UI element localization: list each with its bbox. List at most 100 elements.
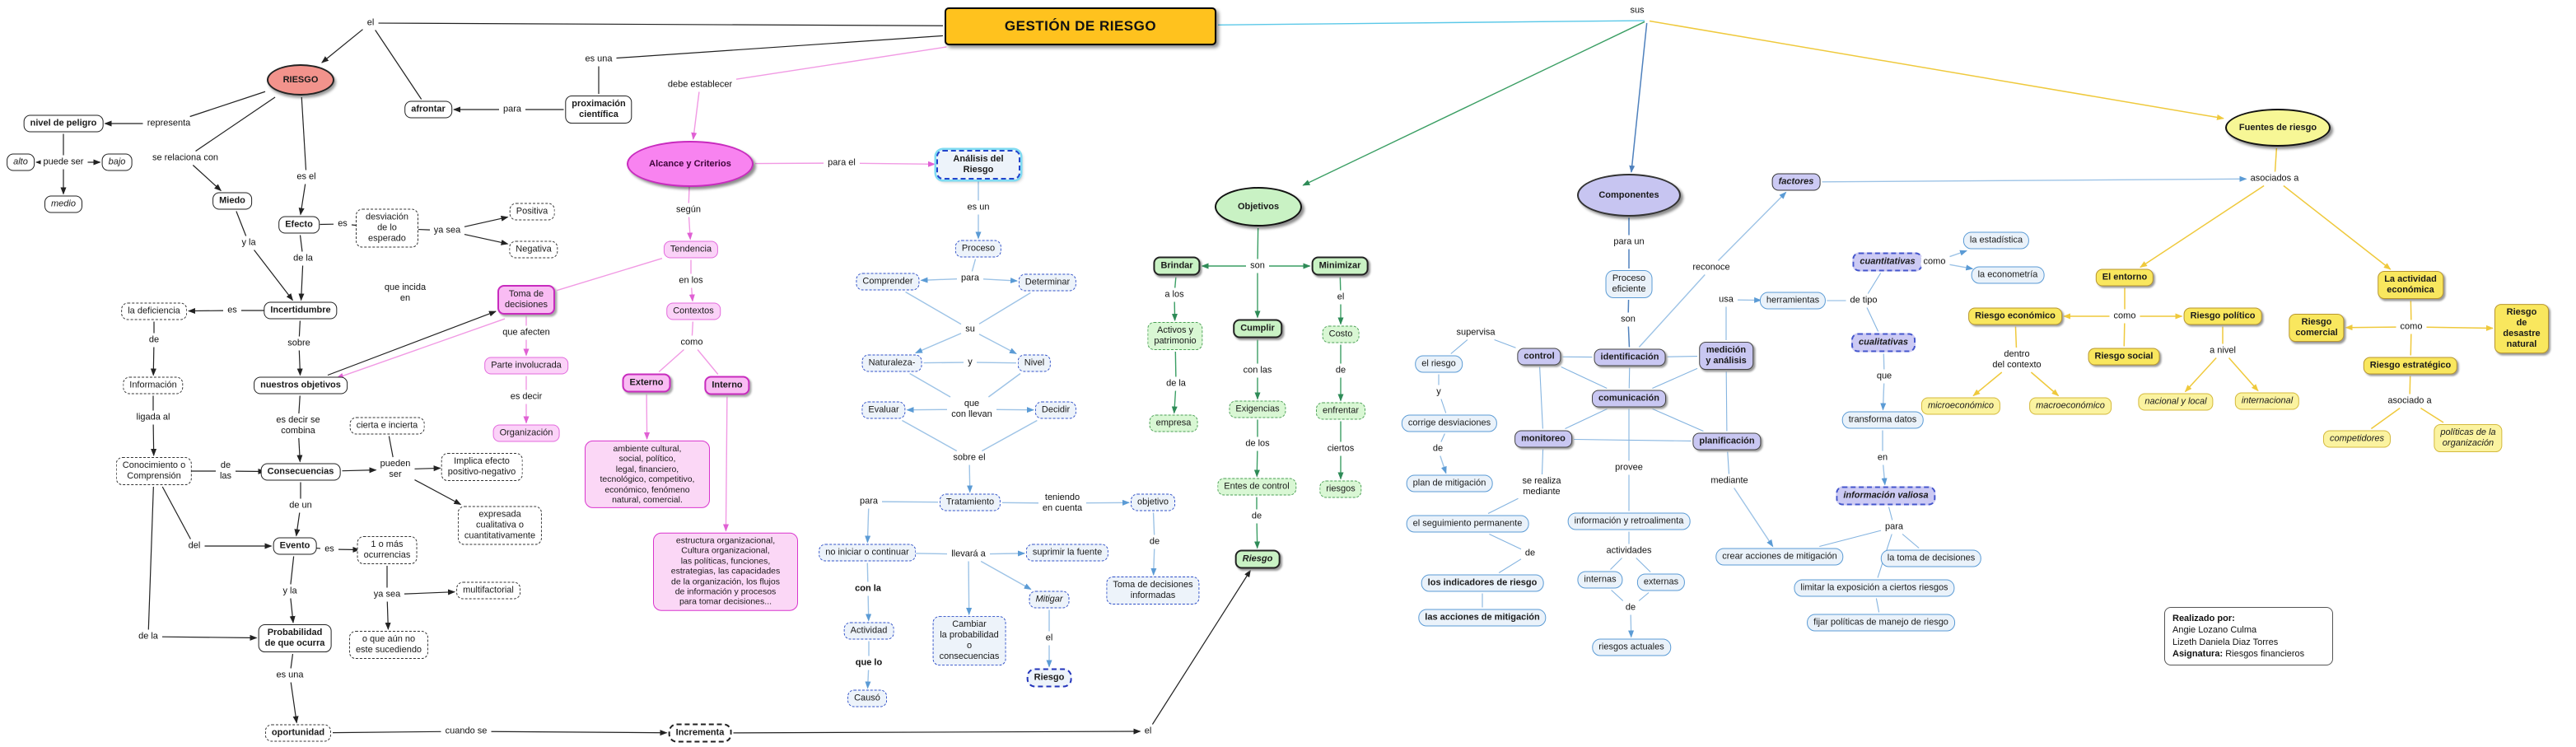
la-actividad-economica[interactable]: La actividad económica: [2378, 271, 2443, 299]
medio[interactable]: medio: [44, 195, 82, 213]
externas[interactable]: externas: [1636, 573, 1686, 591]
fijar-politicas[interactable]: fijar políticas de manejo de riesgo: [1807, 614, 1955, 632]
riesgo-verde[interactable]: Riesgo: [1234, 549, 1281, 569]
herramientas[interactable]: herramientas: [1759, 292, 1827, 310]
exigencias[interactable]: Exigencias: [1229, 400, 1286, 418]
seguimiento-permanente[interactable]: el seguimiento permanente: [1406, 515, 1529, 533]
el-riesgo[interactable]: el riesgo: [1415, 355, 1463, 373]
no-iniciar-o-continuar[interactable]: no iniciar o continuar: [819, 544, 916, 562]
riesgo-estrategico[interactable]: Riesgo estratégico: [2363, 357, 2458, 375]
control[interactable]: control: [1517, 348, 1561, 366]
cuantitativas[interactable]: cuantitativas: [1852, 252, 1923, 272]
factores[interactable]: factores: [1771, 173, 1821, 191]
objetivos[interactable]: Objetivos: [1215, 187, 1302, 226]
parte-involucrada[interactable]: Parte involucrada: [484, 357, 568, 375]
interno[interactable]: Interno: [704, 376, 750, 395]
enfrentar[interactable]: enfrentar: [1315, 402, 1366, 420]
objetivo[interactable]: objetivo: [1131, 493, 1175, 511]
ocurrencias[interactable]: 1 o más ocurrencias: [357, 536, 418, 564]
macroeconomico[interactable]: macroeconómico: [2029, 397, 2112, 415]
limitar-exposicion[interactable]: limitar la exposición a ciertos riesgos: [1794, 579, 1955, 597]
proceso[interactable]: Proceso: [954, 240, 1002, 258]
decidir[interactable]: Decidir: [1034, 401, 1077, 419]
ambiente[interactable]: ambiente cultural, social, político, leg…: [585, 440, 710, 509]
la-deficiencia[interactable]: la deficiencia: [121, 302, 187, 320]
fuentes-de-riesgo[interactable]: Fuentes de riesgo: [2225, 109, 2331, 147]
toma-de-decisiones[interactable]: Toma de decisiones: [497, 285, 555, 315]
cualitativas[interactable]: cualitativas: [1851, 333, 1916, 352]
proximacion-cientifica[interactable]: proximación científica: [565, 96, 632, 124]
desviacion-de-lo-esperado[interactable]: desviación de lo esperado: [356, 208, 418, 248]
mitigar[interactable]: Mitigar: [1029, 591, 1070, 609]
organizacion[interactable]: Organización: [492, 424, 560, 442]
riesgo-politico[interactable]: Riesgo político: [2183, 307, 2262, 325]
tratamiento[interactable]: Tratamiento: [939, 493, 1001, 511]
incrementa[interactable]: Incrementa: [668, 723, 732, 743]
causo[interactable]: Causó: [847, 689, 887, 707]
corrige-desviaciones[interactable]: corrige desviaciones: [1401, 414, 1498, 432]
miedo[interactable]: Miedo: [212, 192, 252, 210]
nivel[interactable]: Nivel: [1017, 354, 1052, 372]
riesgo-mitigado[interactable]: Riesgo: [1026, 668, 1072, 688]
negativa[interactable]: Negativa: [509, 240, 558, 259]
costo[interactable]: Costo: [1322, 325, 1360, 343]
externo[interactable]: Externo: [622, 373, 671, 393]
actividad[interactable]: Actividad: [843, 622, 894, 640]
bajo[interactable]: bajo: [101, 153, 133, 171]
conocimiento-o-comprension[interactable]: Conocimiento o Comprensión: [115, 457, 193, 485]
nivel-de-peligro[interactable]: nivel de peligro: [23, 114, 104, 133]
empresa[interactable]: empresa: [1149, 414, 1198, 432]
o-que-aun-no[interactable]: o que aún no este sucediendo: [348, 631, 429, 659]
incertidumbre[interactable]: Incertidumbre: [264, 301, 338, 320]
expresada[interactable]: expresada cualitativa o cuantitativament…: [457, 506, 543, 545]
comunicacion[interactable]: comunicación: [1592, 390, 1666, 408]
transforma-datos[interactable]: transforma datos: [1841, 411, 1924, 429]
proceso-eficiente[interactable]: Proceso eficiente: [1605, 270, 1653, 298]
riesgo-desastre-natural[interactable]: Riesgo de desastre natural: [2494, 304, 2549, 353]
riesgo-social[interactable]: Riesgo social: [2088, 348, 2160, 366]
riesgo-comercial[interactable]: Riesgo comercial: [2289, 314, 2345, 342]
riesgo-economico[interactable]: Riesgo económico: [1968, 307, 2062, 325]
plan-de-mitigacion[interactable]: plan de mitigación: [1406, 474, 1493, 493]
alcance-y-criterios[interactable]: Alcance y Criterios: [627, 141, 754, 187]
riesgos[interactable]: riesgos: [1319, 480, 1362, 498]
comprender[interactable]: Comprender: [856, 273, 920, 291]
informacion[interactable]: Información: [123, 376, 184, 395]
cambiar[interactable]: Cambiar la probabilidad o consecuencias: [932, 616, 1006, 665]
informacion-valiosa[interactable]: información valiosa: [1836, 486, 1936, 506]
nuestros-objetivos[interactable]: nuestros objetivos: [254, 376, 348, 395]
microeconomico[interactable]: microeconómico: [1920, 397, 2001, 415]
afrontar[interactable]: afrontar: [404, 100, 452, 119]
naturaleza[interactable]: Naturaleza-: [861, 354, 922, 372]
acciones-de-mitigacion[interactable]: las acciones de mitigación: [1418, 609, 1547, 627]
competidores[interactable]: competidores: [2322, 430, 2392, 448]
internas[interactable]: internas: [1577, 571, 1623, 589]
nacional-y-local[interactable]: nacional y local: [2138, 393, 2214, 411]
la-estadistica[interactable]: la estadística: [1962, 231, 2030, 250]
toma-decisiones-informadas[interactable]: Toma de decisiones informadas: [1106, 577, 1200, 605]
positiva[interactable]: Positiva: [509, 203, 555, 221]
title[interactable]: GESTIÓN DE RIESGO: [945, 7, 1216, 45]
evaluar[interactable]: Evaluar: [861, 401, 906, 419]
crear-acciones[interactable]: crear acciones de mitigación: [1715, 548, 1844, 566]
evento[interactable]: Evento: [273, 537, 317, 555]
monitoreo[interactable]: monitoreo: [1514, 430, 1572, 448]
entes-de-control[interactable]: Entes de control: [1217, 478, 1296, 496]
el-entorno[interactable]: El entorno: [2095, 268, 2154, 287]
brindar[interactable]: Brindar: [1153, 256, 1201, 276]
la-econometria[interactable]: la econometría: [1971, 266, 2045, 284]
riesgos-actuales[interactable]: riesgos actuales: [1592, 638, 1671, 656]
estructura[interactable]: estructura organizacional, Cultura organ…: [653, 532, 798, 611]
componentes[interactable]: Componentes: [1577, 174, 1681, 217]
tendencia[interactable]: Tendencia: [663, 240, 719, 259]
la-toma-de-decisiones[interactable]: la toma de decisiones: [1880, 549, 1982, 567]
medicion-y-analisis[interactable]: medición y análisis: [1699, 342, 1753, 370]
indicadores-de-riesgo[interactable]: los indicadores de riesgo: [1421, 574, 1544, 592]
activos-y-patrimonio[interactable]: Activos y patrimonio: [1147, 322, 1203, 350]
politicas-organizacion[interactable]: políticas de la organización: [2434, 424, 2503, 452]
informacion-y-retroalimenta[interactable]: información y retroalimenta: [1567, 512, 1691, 530]
minimizar[interactable]: Minimizar: [1311, 256, 1369, 276]
alto[interactable]: alto: [7, 153, 35, 171]
probabilidad[interactable]: Probabilidad de que ocurra: [258, 624, 332, 652]
determinar[interactable]: Determinar: [1018, 273, 1077, 292]
